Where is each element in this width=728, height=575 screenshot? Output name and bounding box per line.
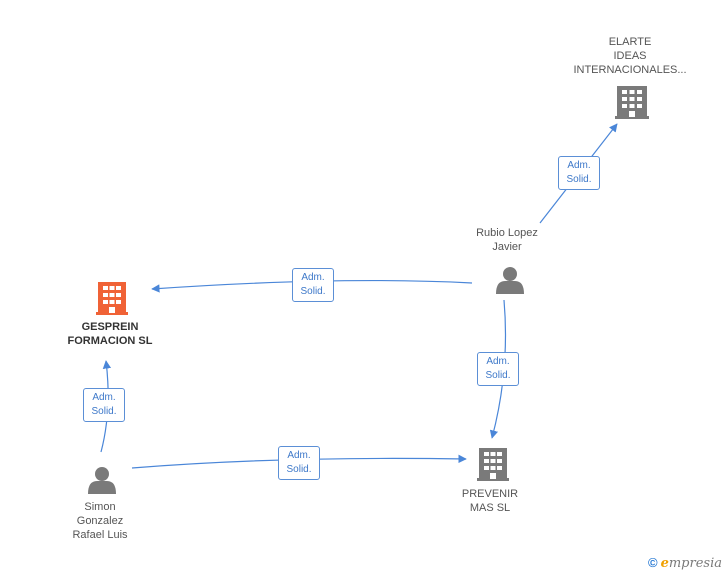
label-line: Rubio Lopez bbox=[476, 227, 538, 239]
empresia-logo[interactable]: ©empresia bbox=[648, 555, 722, 571]
edge-label-simon-prevenir[interactable]: Adm. Solid. bbox=[278, 446, 320, 480]
copyright-icon: © bbox=[647, 555, 658, 570]
edge-label-line: Adm. bbox=[287, 450, 311, 461]
company-prevenir-label[interactable]: PREVENIR MAS SL bbox=[462, 487, 518, 515]
label-line: Rafael Luis bbox=[72, 529, 128, 541]
edge-label-line: Solid. bbox=[300, 286, 326, 297]
edge-label-line: Solid. bbox=[566, 174, 592, 185]
edge-label-line: Adm. bbox=[567, 160, 591, 171]
company-gesprein-label[interactable]: GESPREIN FORMACION SL bbox=[68, 320, 153, 348]
edge-label-line: Adm. bbox=[486, 356, 510, 367]
label-line: GESPREIN bbox=[81, 321, 139, 333]
person-icon[interactable] bbox=[88, 467, 116, 494]
edge-label-line: Adm. bbox=[301, 272, 325, 283]
label-line: FORMACION SL bbox=[67, 335, 153, 347]
edge-label-rubio-prevenir[interactable]: Adm. Solid. bbox=[477, 352, 519, 386]
label-line: Simon bbox=[84, 501, 116, 513]
label-line: Gonzalez bbox=[76, 515, 124, 527]
label-line: IDEAS bbox=[613, 50, 647, 62]
label-line: PREVENIR bbox=[461, 488, 519, 500]
label-line: ELARTE bbox=[608, 36, 652, 48]
building-icon[interactable] bbox=[615, 86, 649, 119]
person-simon-label[interactable]: Simon Gonzalez Rafael Luis bbox=[72, 500, 127, 542]
edge-label-line: Solid. bbox=[91, 406, 117, 417]
person-icon[interactable] bbox=[496, 267, 524, 294]
label-line: INTERNACIONALES... bbox=[573, 64, 687, 76]
person-rubio-label[interactable]: Rubio Lopez Javier bbox=[476, 226, 538, 254]
building-icon[interactable] bbox=[477, 448, 509, 481]
edge-label-line: Solid. bbox=[286, 464, 312, 475]
edge-label-rubio-gesprein[interactable]: Adm. Solid. bbox=[292, 268, 334, 302]
label-line: Javier bbox=[492, 241, 522, 253]
edge-label-simon-gesprein[interactable]: Adm. Solid. bbox=[83, 388, 125, 422]
label-line: MAS SL bbox=[469, 502, 511, 514]
brand-name: mpresia bbox=[668, 556, 722, 571]
company-elarte-label[interactable]: ELARTE IDEAS INTERNACIONALES... bbox=[573, 35, 686, 77]
edge-label-line: Solid. bbox=[485, 370, 511, 381]
edge-label-line: Adm. bbox=[92, 392, 116, 403]
edge-label-rubio-elarte[interactable]: Adm. Solid. bbox=[558, 156, 600, 190]
building-icon[interactable] bbox=[96, 282, 128, 315]
brand-initial: e bbox=[660, 556, 669, 571]
